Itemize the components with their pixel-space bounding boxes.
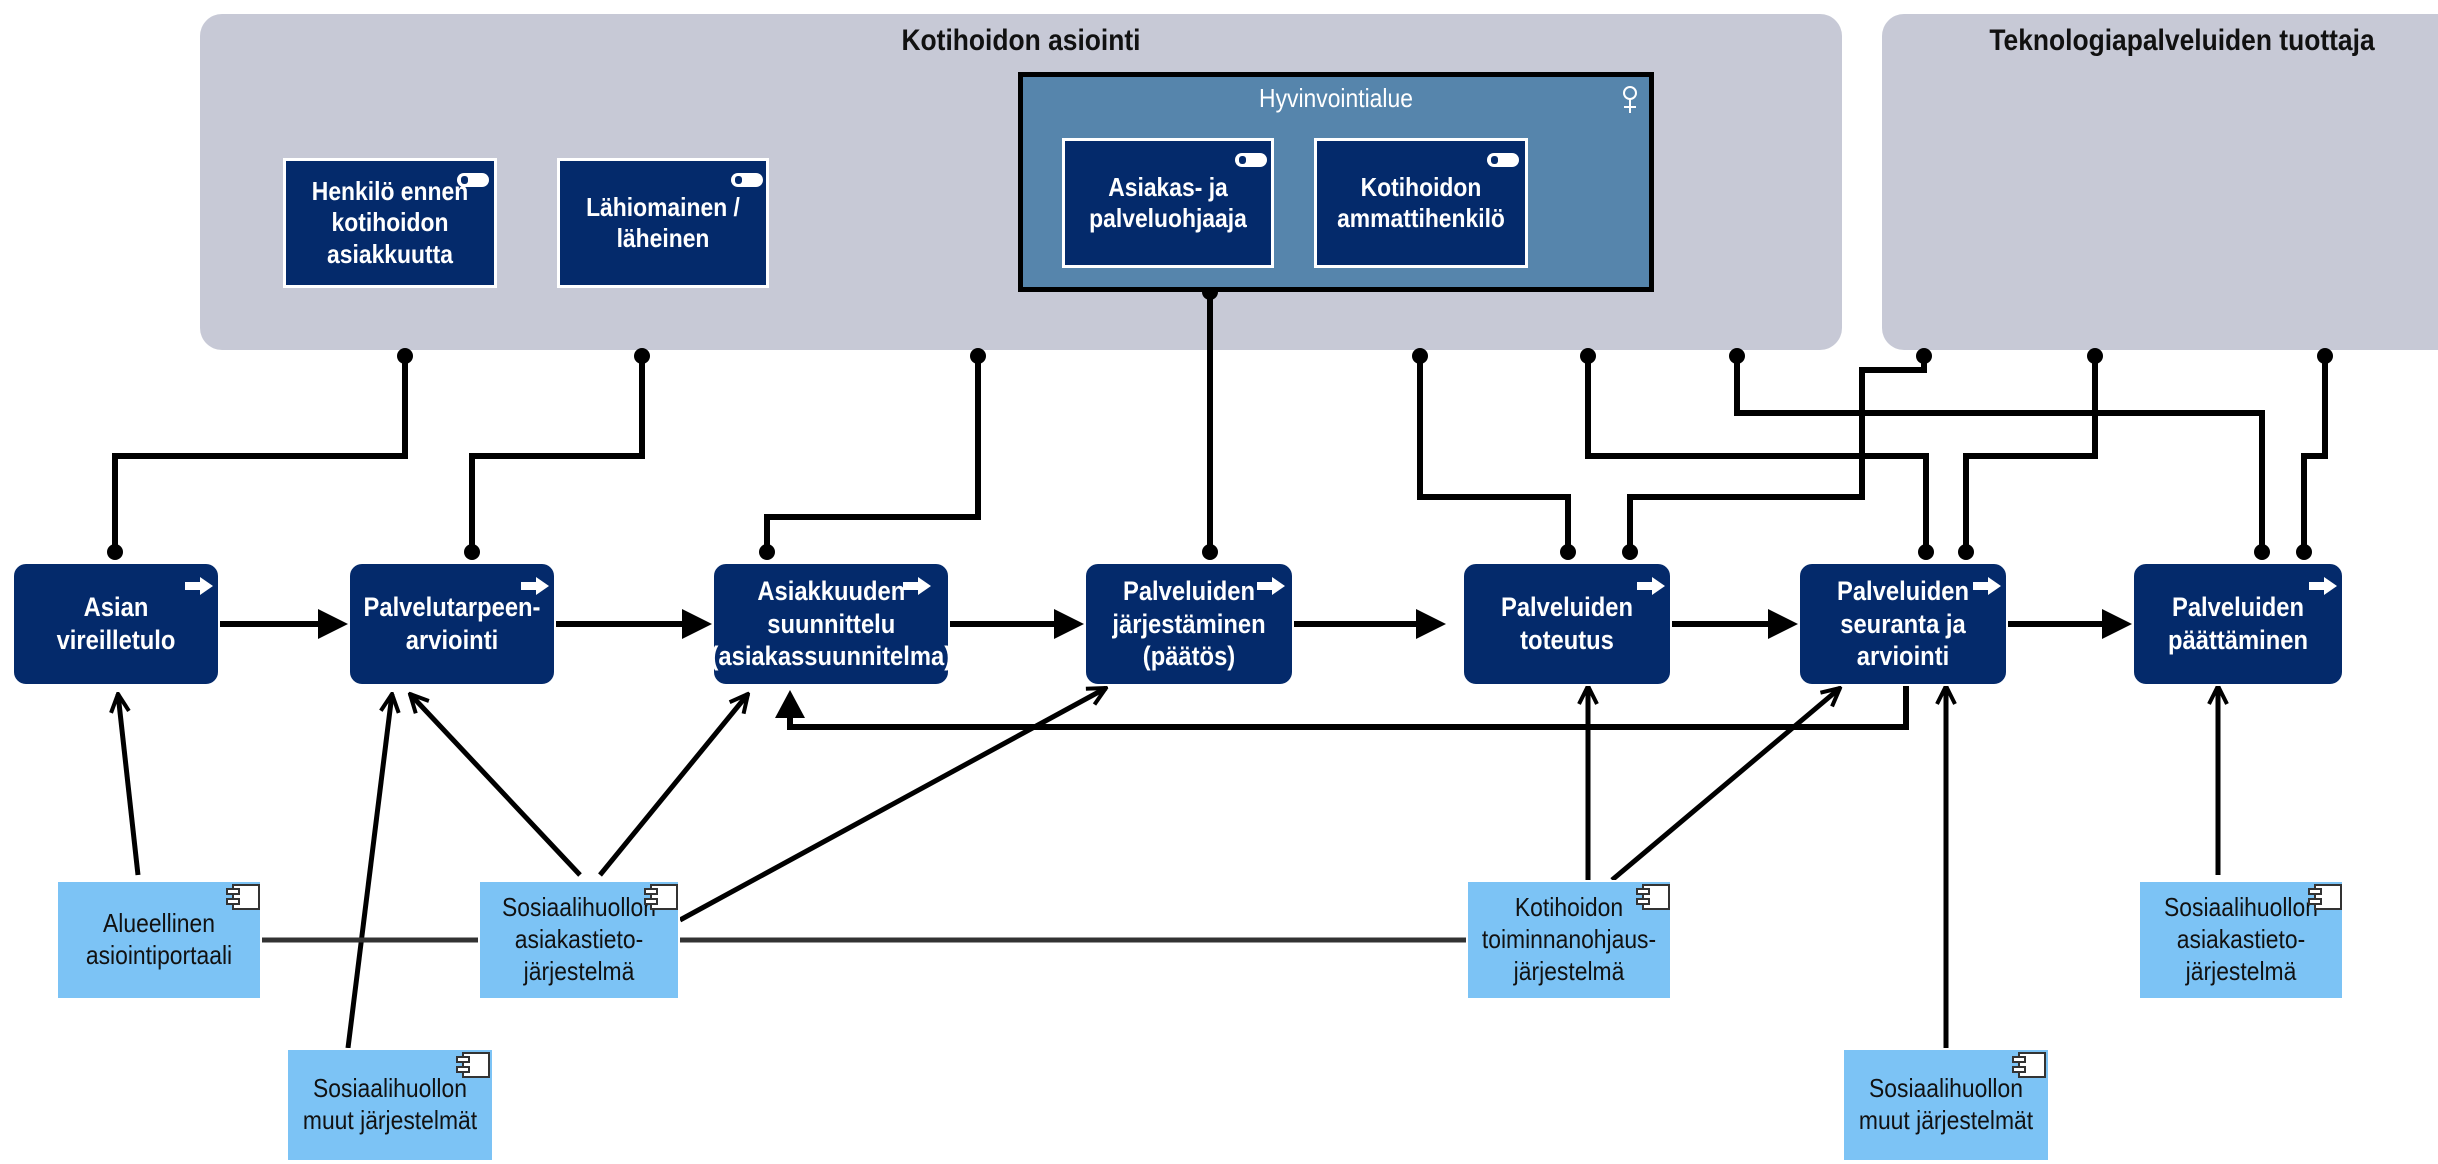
process-arrow-icon: [521, 577, 549, 595]
process-label: Asian vireilletulo: [56, 592, 176, 655]
actor-label: Henkilö ennen kotihoidon asiakkuutta: [311, 176, 469, 269]
app-label: Kotihoidon toiminnanohjaus-järjestelmä: [1481, 892, 1657, 986]
actor-label: Kotihoidon ammattihenkilö: [1337, 171, 1505, 233]
location-icon: [1623, 86, 1637, 113]
process-arrow-icon: [1637, 577, 1665, 595]
application-component-icon: [2012, 1052, 2046, 1078]
process-label: Palveluiden järjestäminen (päätös): [1112, 575, 1266, 672]
actor-ammattihenkilo: Kotihoidon ammattihenkilö: [1314, 138, 1528, 268]
actor-icon: [1487, 153, 1519, 167]
group-teknologiapalvelut: Teknologiapalveluiden tuottaja: [1882, 14, 2438, 350]
actor-icon: [457, 173, 489, 187]
application-component-icon: [456, 1052, 490, 1078]
serving-line: [1417, 356, 1571, 552]
process-vireilletulo: Asian vireilletulo: [12, 562, 220, 686]
feedback-flow: [787, 685, 1909, 730]
process-jarjestaminen: Palveluiden järjestäminen (päätös): [1084, 562, 1294, 686]
process-arrow-icon: [2309, 577, 2337, 595]
process-label: Palveluiden toteutus: [1500, 592, 1634, 655]
actor-ohjaaja: Asiakas- ja palveluohjaaja: [1062, 138, 1274, 268]
serving-line: [1963, 356, 2098, 552]
process-arrow-icon: [1973, 577, 2001, 595]
application-component-icon: [226, 884, 260, 910]
serving-line: [1585, 356, 1929, 552]
application-component-icon: [644, 884, 678, 910]
serving-line: [112, 356, 408, 552]
application-component-icon: [2308, 884, 2342, 910]
serving-line: [764, 356, 981, 552]
actor-label: Asiakas- ja palveluohjaaja: [1089, 171, 1247, 233]
serving-line: [1734, 356, 2265, 552]
process-arrow-icon: [185, 577, 213, 595]
process-label: Palveluiden seuranta ja arviointi: [1836, 575, 1970, 672]
actor-icon: [731, 173, 763, 187]
app-label: Sosiaalihuollon asiakastieto-järjestelmä: [2164, 892, 2318, 986]
app-label: Sosiaalihuollon muut järjestelmät: [1858, 1073, 2034, 1135]
app-label: Sosiaalihuollon asiakastieto-järjestelmä: [502, 892, 656, 986]
group-title: Teknologiapalveluiden tuottaja: [1989, 24, 2375, 57]
app-label: Sosiaalihuollon muut järjestelmät: [302, 1073, 478, 1135]
actor-label: Lähiomainen / läheinen: [586, 191, 740, 253]
serving-line: [469, 356, 645, 552]
group-title: Kotihoidon asiointi: [901, 24, 1141, 57]
process-suunnittelu: Asiakkuuden suunnittelu (asiakassuunnite…: [710, 562, 952, 686]
app-label: Alueellinen asiointiportaali: [85, 908, 233, 970]
serving-line: [2301, 356, 2328, 552]
region-title: Hyvinvointialue: [1259, 83, 1413, 113]
serving-line: [1627, 356, 1927, 552]
process-paattaminen: Palveluiden päättäminen: [2132, 562, 2344, 686]
actor-icon: [1235, 153, 1267, 167]
application-component-icon: [1636, 884, 1670, 910]
process-label: Palvelutarpeen-arviointi: [363, 592, 541, 655]
process-label: Palveluiden päättäminen: [2168, 592, 2308, 655]
app-asiakastieto-2: Sosiaalihuollon asiakastieto-järjestelmä: [2138, 880, 2344, 1000]
process-arrow-icon: [1257, 577, 1285, 595]
process-label: Asiakkuuden suunnittelu (asiakassuunnite…: [710, 575, 952, 672]
app-asiointiportaali: Alueellinen asiointiportaali: [56, 880, 262, 1000]
process-arrow-icon: [903, 577, 931, 595]
